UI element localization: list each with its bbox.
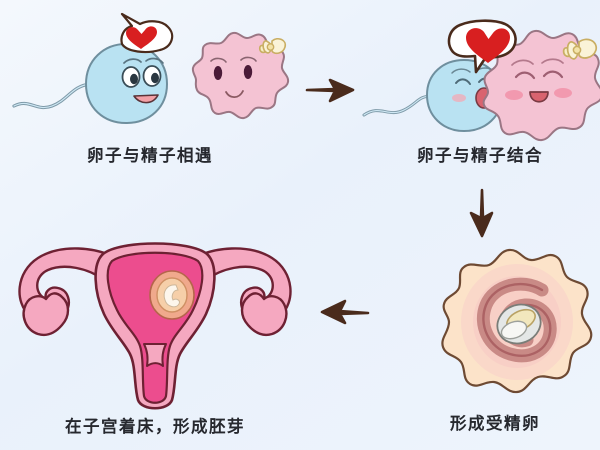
illustration-fuse	[362, 19, 600, 142]
left-ovary	[22, 292, 70, 337]
panel-fertilized-egg: 形成受精卵	[390, 240, 600, 450]
ribbon-bow-icon	[562, 38, 598, 60]
arrow-right-top	[305, 72, 357, 108]
panel-egg-sperm-fuse: 卵子与精子结合	[360, 0, 600, 175]
sperm-right-brow	[145, 57, 164, 64]
sperm-left-brow	[451, 68, 471, 74]
egg-right-blush	[554, 88, 572, 98]
sperm-right-pupil	[151, 72, 159, 84]
illustration-meet	[12, 12, 290, 125]
arrow-down-right	[465, 188, 501, 240]
sperm-tail-highlight	[363, 95, 433, 116]
egg-left-eye	[514, 71, 536, 80]
caption-panel-2: 卵子与精子结合	[417, 146, 543, 165]
egg-mouth	[529, 91, 549, 103]
arrow-left-bottom	[318, 294, 372, 330]
panel-egg-meets-sperm: 卵子与精子相遇	[0, 0, 300, 175]
egg-left-eye	[213, 66, 223, 80]
egg-body	[191, 31, 290, 120]
illustration-uterus	[18, 242, 292, 410]
illustration-zygote	[441, 248, 593, 394]
cervical-canal	[143, 343, 167, 367]
panel-implantation: 在子宫着床，形成胚芽	[0, 230, 310, 450]
ribbon-bow-icon	[258, 38, 287, 55]
egg-left-blush	[505, 90, 523, 100]
zygote-nucleus-second	[500, 320, 528, 340]
embryo-icon	[163, 284, 180, 308]
right-ovary	[240, 292, 288, 337]
arrow-left-icon	[320, 299, 370, 325]
egg-right-eye	[243, 65, 253, 79]
egg-left-brow	[210, 57, 227, 63]
egg-right-eye	[542, 70, 564, 79]
sperm-mouth	[133, 94, 159, 104]
sperm-left-brow	[123, 58, 142, 64]
sperm-tail-highlight	[13, 83, 91, 109]
egg-mouth	[225, 90, 244, 99]
egg-right-brow	[541, 58, 564, 64]
egg-right-brow	[240, 56, 257, 62]
sperm-left-pupil	[130, 73, 138, 85]
arrow-right-icon	[305, 78, 355, 103]
caption-panel-4: 在子宫着床，形成胚芽	[65, 417, 245, 436]
sperm-blush	[452, 94, 466, 102]
heart-icon	[466, 28, 510, 63]
caption-panel-3: 形成受精卵	[450, 414, 540, 433]
caption-panel-1: 卵子与精子相遇	[87, 146, 213, 165]
heart-icon	[126, 26, 157, 49]
arrow-down-icon	[469, 188, 494, 238]
egg-left-brow	[511, 59, 534, 66]
sperm-left-eye	[455, 78, 471, 85]
